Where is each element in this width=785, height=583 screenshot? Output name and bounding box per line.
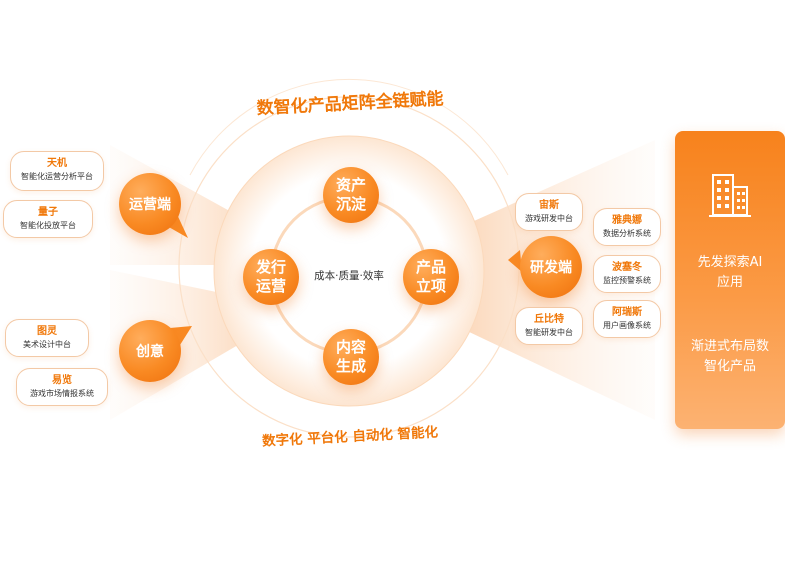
product-name: 丘比特 (534, 314, 564, 325)
product-name: 量子 (38, 207, 58, 218)
product-desc: 游戏研发中台 (525, 214, 573, 223)
center-label: 成本·质量·效率 (314, 270, 384, 282)
product-liangzi[interactable]: 量子 智能化投放平台 (3, 200, 93, 238)
card-line4: 智化产品 (703, 359, 756, 374)
product-qiubite[interactable]: 丘比特 智能研发中台 (515, 307, 583, 345)
card-line2: 应用 (716, 275, 743, 290)
product-desc: 监控预警系统 (603, 276, 651, 285)
node-content-generation[interactable]: 内容生成 (323, 329, 379, 385)
hub-creative[interactable]: 创意 (119, 320, 181, 382)
creative-hub-tail (170, 326, 192, 345)
card-line1: 先发探索AI (697, 255, 763, 270)
product-name: 雅典娜 (612, 215, 642, 226)
product-name: 天机 (47, 158, 67, 169)
product-tianji[interactable]: 天机 智能化运营分析平台 (10, 151, 104, 191)
product-desc: 数据分析系统 (603, 229, 651, 238)
product-name: 阿瑞斯 (612, 307, 642, 318)
product-name: 宙斯 (539, 200, 559, 211)
product-desc: 智能研发中台 (525, 328, 573, 337)
product-bosaidong[interactable]: 波塞冬 监控预警系统 (593, 255, 661, 293)
node-asset-deposit[interactable]: 资产沉淀 (323, 167, 379, 223)
node-product-initiation[interactable]: 产品立项 (403, 249, 459, 305)
main-disc (213, 135, 485, 407)
hub-operations[interactable]: 运营端 (119, 173, 181, 235)
card-line3: 渐进式布局数 (690, 339, 769, 354)
product-name: 易览 (52, 375, 72, 386)
product-tuling[interactable]: 图灵 美术设计中台 (5, 319, 89, 357)
product-yilan[interactable]: 易览 游戏市场情报系统 (16, 368, 108, 406)
rnd-hub-tail (508, 250, 522, 272)
product-name: 波塞冬 (612, 262, 642, 273)
product-desc: 智能化投放平台 (20, 221, 76, 230)
building-icon (709, 174, 751, 217)
product-ruisi[interactable]: 阿瑞斯 用户画像系统 (593, 300, 661, 338)
top-arc (189, 78, 509, 176)
product-desc: 智能化运营分析平台 (21, 172, 93, 181)
product-desc: 游戏市场情报系统 (30, 389, 94, 398)
product-zhousi[interactable]: 宙斯 游戏研发中台 (515, 193, 583, 231)
product-desc: 用户画像系统 (603, 321, 651, 330)
product-desc: 美术设计中台 (23, 340, 71, 349)
node-publish-operate[interactable]: 发行运营 (243, 249, 299, 305)
ai-strategy-card: 先发探索AI 应用 渐进式布局数 智化产品 (675, 131, 785, 429)
product-name: 图灵 (37, 326, 57, 337)
product-yadianna[interactable]: 雅典娜 数据分析系统 (593, 208, 661, 246)
hub-rnd[interactable]: 研发端 (520, 236, 582, 298)
